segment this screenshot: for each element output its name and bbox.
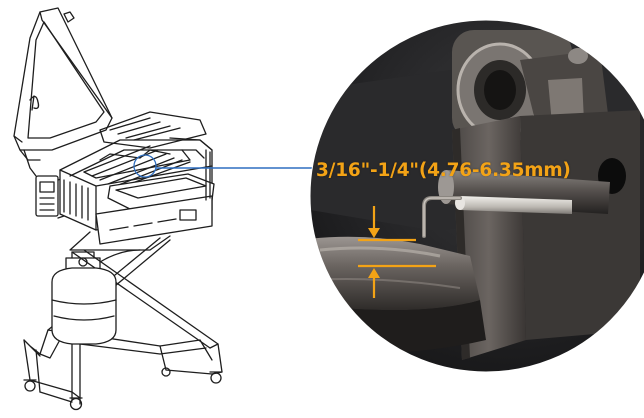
callout-circle-border bbox=[309, 19, 644, 373]
electrode-tip bbox=[422, 196, 572, 238]
gap-dimension bbox=[358, 206, 436, 298]
detail-highlight-circle bbox=[133, 154, 157, 178]
side-handle bbox=[23, 149, 71, 219]
burner-surface bbox=[310, 236, 486, 354]
burner-detail-callout bbox=[310, 20, 644, 372]
grill-line-drawing bbox=[13, 7, 223, 411]
grill-body bbox=[59, 111, 215, 245]
propane-tank bbox=[51, 249, 141, 345]
open-lid bbox=[13, 7, 113, 161]
gap-measurement-label: 3/16"-1/4"(4.76-6.35mm) bbox=[316, 160, 571, 181]
